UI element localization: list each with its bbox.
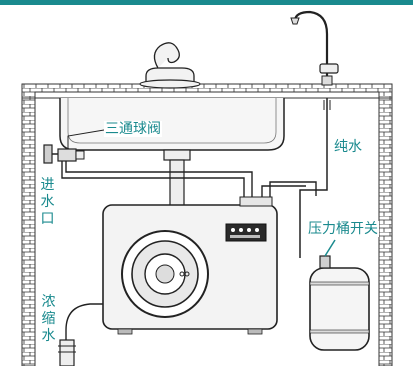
pressure-switch-pointer — [324, 239, 336, 257]
dial-mark-1 — [179, 271, 185, 277]
purifier-dial-center — [155, 264, 175, 284]
faucet-spout — [153, 42, 180, 69]
pipe-fitting-tick — [323, 100, 331, 110]
purifier-top-fittings — [239, 196, 273, 207]
label-pure-water: 纯水 — [333, 139, 363, 155]
dial-mark-2 — [184, 271, 190, 277]
display-led-2 — [239, 228, 243, 232]
pure-water-faucet — [293, 10, 329, 84]
display-led-3 — [247, 228, 251, 232]
sink-drain — [163, 149, 191, 161]
purifier-foot-left — [117, 328, 133, 335]
sink-basin — [59, 98, 285, 151]
pressure-tank-band-bottom — [309, 329, 370, 334]
concentrate-fitting — [58, 345, 76, 353]
three-way-valve-handle — [43, 144, 53, 164]
label-three-way-valve: 三通球阀 — [104, 121, 162, 137]
purifier-foot-right — [247, 328, 263, 335]
display-led-1 — [231, 228, 235, 232]
display-bar — [230, 235, 260, 238]
valve-callout-line — [67, 129, 105, 149]
sink-inner — [67, 98, 277, 144]
label-inlet: 进水口 — [40, 177, 55, 227]
pressure-tank-line — [261, 185, 306, 200]
faucet-base — [139, 79, 201, 89]
top-accent-bar — [0, 0, 413, 5]
faucet-mount — [321, 75, 333, 86]
concentrate-pipe — [65, 303, 103, 352]
inlet-feed-line — [61, 161, 245, 200]
valve-feed-line — [65, 161, 253, 200]
label-concentrate: 浓缩水 — [41, 294, 56, 344]
faucet-nozzle — [290, 17, 300, 25]
pressure-tank-band-top — [309, 281, 370, 286]
concentrate-drain-pipe — [59, 339, 75, 366]
pure-water-pipe — [299, 98, 328, 258]
cabinet-right-wall — [378, 97, 393, 366]
pressure-tank — [309, 267, 370, 351]
cabinet-left-wall — [21, 97, 36, 366]
countertop — [34, 91, 380, 99]
drain-pipe — [169, 159, 185, 207]
valve-connector — [75, 150, 85, 160]
concentrate-line — [269, 181, 317, 200]
display-panel — [225, 223, 267, 242]
faucet-handle — [319, 63, 339, 74]
label-pressure-switch: 压力桶开关 — [307, 221, 379, 237]
display-led-4 — [255, 228, 259, 232]
pressure-tank-switch — [319, 255, 331, 269]
three-way-valve-body — [57, 148, 77, 162]
